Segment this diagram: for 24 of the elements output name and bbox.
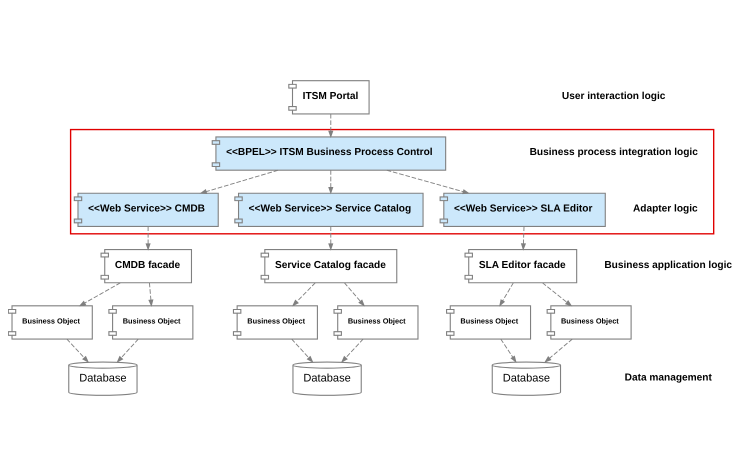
arrow — [520, 226, 526, 250]
arrow — [499, 282, 514, 306]
arrow — [328, 169, 334, 194]
arrow — [328, 226, 334, 250]
arrow — [66, 338, 90, 362]
label: Data management — [624, 372, 712, 383]
label: Business process integration logic — [530, 146, 698, 158]
arrow — [500, 338, 517, 363]
label: Adapter logic — [632, 203, 698, 214]
arrow — [146, 226, 151, 250]
arrow — [328, 113, 334, 138]
arrow — [542, 282, 572, 306]
arrow — [340, 338, 364, 362]
arrow — [544, 338, 573, 362]
arrow — [344, 282, 366, 306]
arrow — [148, 282, 154, 306]
arrow — [199, 169, 278, 194]
arrow — [116, 338, 139, 362]
arrow — [78, 282, 121, 306]
arrow — [386, 169, 470, 194]
label: Business application logic — [604, 259, 732, 270]
arrow — [292, 282, 316, 306]
arrow — [291, 338, 314, 362]
label: User interaction logic — [562, 90, 666, 102]
